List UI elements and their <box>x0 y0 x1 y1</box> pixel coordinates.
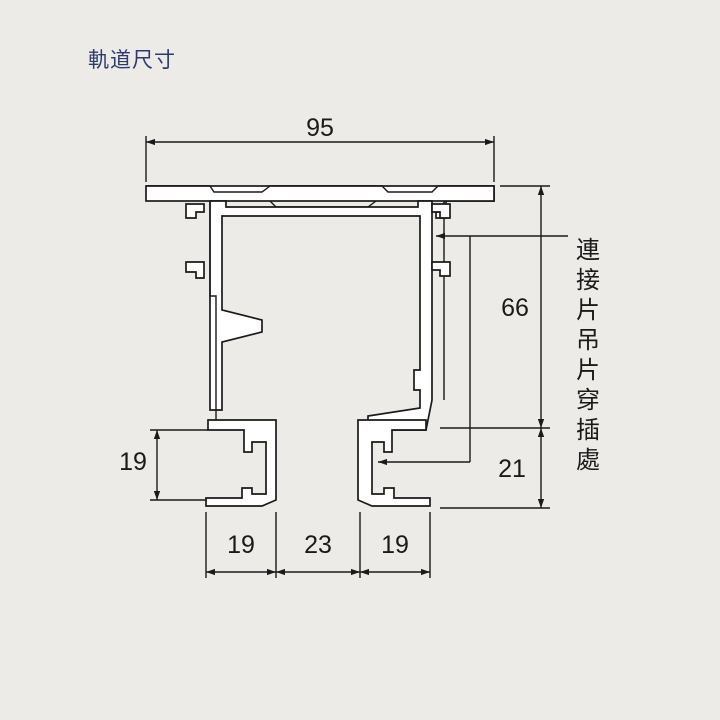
callout-char: 連 <box>576 236 600 264</box>
callout-char: 插 <box>576 416 600 444</box>
dim-overall-width-label: 95 <box>306 114 334 142</box>
callout-char: 吊 <box>576 326 600 354</box>
dim-overall-width: 95 <box>145 114 495 182</box>
dim-lower-height: 21 <box>440 428 550 509</box>
callout-char: 處 <box>576 446 600 474</box>
dim-bottom-widths: 19 23 19 <box>205 512 431 578</box>
dim-gap-width-label: 23 <box>304 531 332 559</box>
dim-left-flange-width-label: 19 <box>227 531 255 559</box>
main-body <box>209 200 433 431</box>
left-top-clip <box>185 203 205 219</box>
right-mid-clip <box>431 261 451 277</box>
dim-overall-height-label: 66 <box>501 294 529 322</box>
callout-char: 片 <box>576 296 600 324</box>
page-title: 軌道尺寸 <box>88 48 176 72</box>
dim-flange-height-label: 19 <box>119 448 147 476</box>
rail-profile <box>145 185 495 507</box>
right-top-clip <box>431 203 451 219</box>
callout-char: 片 <box>576 356 600 384</box>
callout-leaders <box>378 232 568 466</box>
left-mid-clip <box>185 261 205 279</box>
dim-overall-height: 66 <box>440 185 550 429</box>
left-bottom-channel <box>205 419 277 507</box>
right-bottom-channel <box>357 419 431 507</box>
callout-text: 連 接 片 吊 片 穿 插 處 <box>576 236 600 474</box>
callout-char: 接 <box>576 266 600 294</box>
dim-flange-height: 19 <box>119 429 208 501</box>
dim-lower-height-label: 21 <box>498 455 526 483</box>
dim-right-flange-width-label: 19 <box>381 531 409 559</box>
flange-plate <box>145 185 495 202</box>
callout-char: 穿 <box>576 386 600 414</box>
